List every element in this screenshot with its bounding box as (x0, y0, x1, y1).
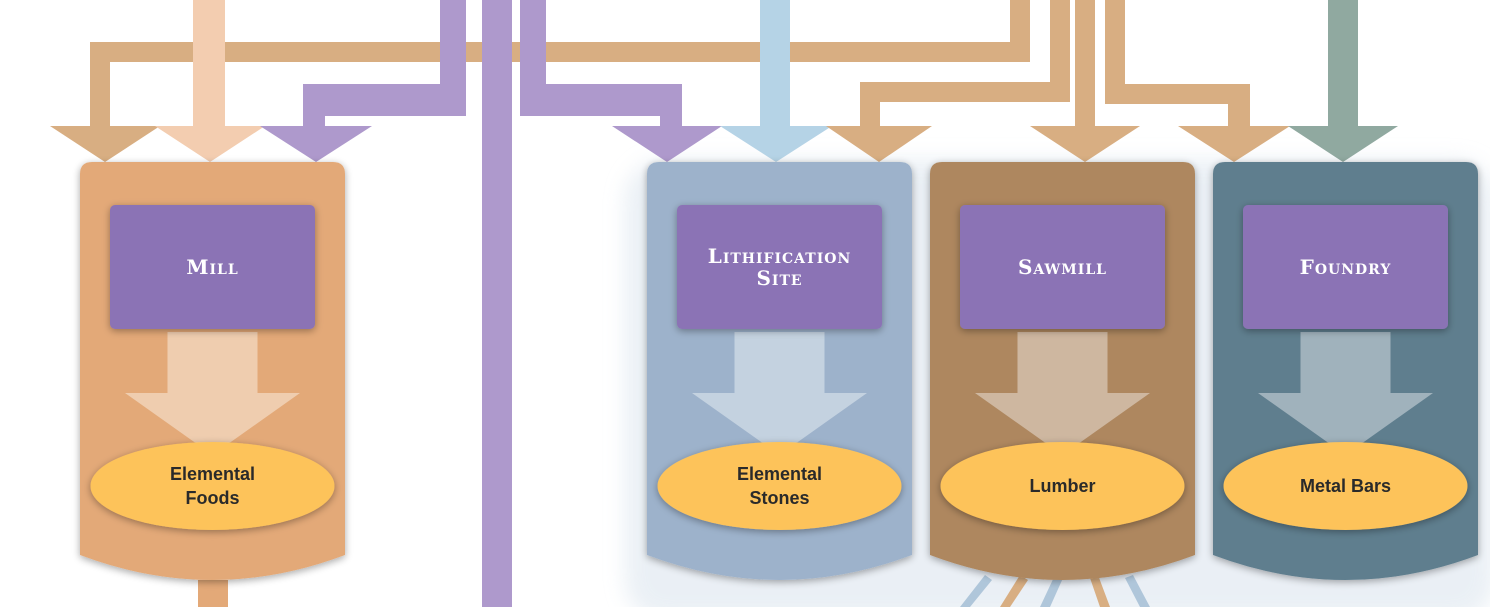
title-box-mill (110, 205, 315, 329)
arrowhead-green-foundry (1288, 126, 1398, 162)
arrowhead-purple-lith (612, 126, 722, 162)
process-arrow-sawmill (975, 332, 1150, 455)
process-arrow-mill (125, 332, 300, 455)
output-label: Stones (749, 488, 809, 508)
arrowhead-tan-lith (826, 126, 932, 162)
facility-title: Sawmill (1018, 255, 1107, 279)
arrowhead-tan-mill (50, 126, 160, 162)
output-oval-lithification-site (657, 442, 902, 530)
title-box-lithification-site (677, 205, 882, 329)
process-arrow-lithification-site (692, 332, 867, 455)
output-label: Elemental (170, 464, 255, 484)
arrowhead-purple-mill (260, 126, 372, 162)
facility-title: Lithification (708, 244, 852, 268)
arrowhead-peach-mill (155, 126, 265, 162)
output-label: Metal Bars (1300, 476, 1391, 496)
output-label: Lumber (1029, 476, 1095, 496)
output-oval-sawmill (940, 442, 1185, 530)
input-flows (90, 0, 1358, 607)
output-oval-foundry (1223, 442, 1468, 530)
output-oval-mill (90, 442, 335, 530)
output-label: Elemental (737, 464, 822, 484)
title-box-sawmill (960, 205, 1165, 329)
input-arrowheads (50, 126, 1398, 162)
process-arrow-foundry (1258, 332, 1433, 455)
title-box-foundry (1243, 205, 1448, 329)
output-label: Foods (186, 488, 240, 508)
arrowhead-tan-foundry (1178, 126, 1290, 162)
facility-title: Site (756, 266, 802, 290)
facility-title: Mill (186, 255, 238, 279)
arrowhead-tan-sawmill (1030, 126, 1140, 162)
arrowhead-blue-lith (720, 126, 832, 162)
facility-title: Foundry (1300, 255, 1392, 279)
